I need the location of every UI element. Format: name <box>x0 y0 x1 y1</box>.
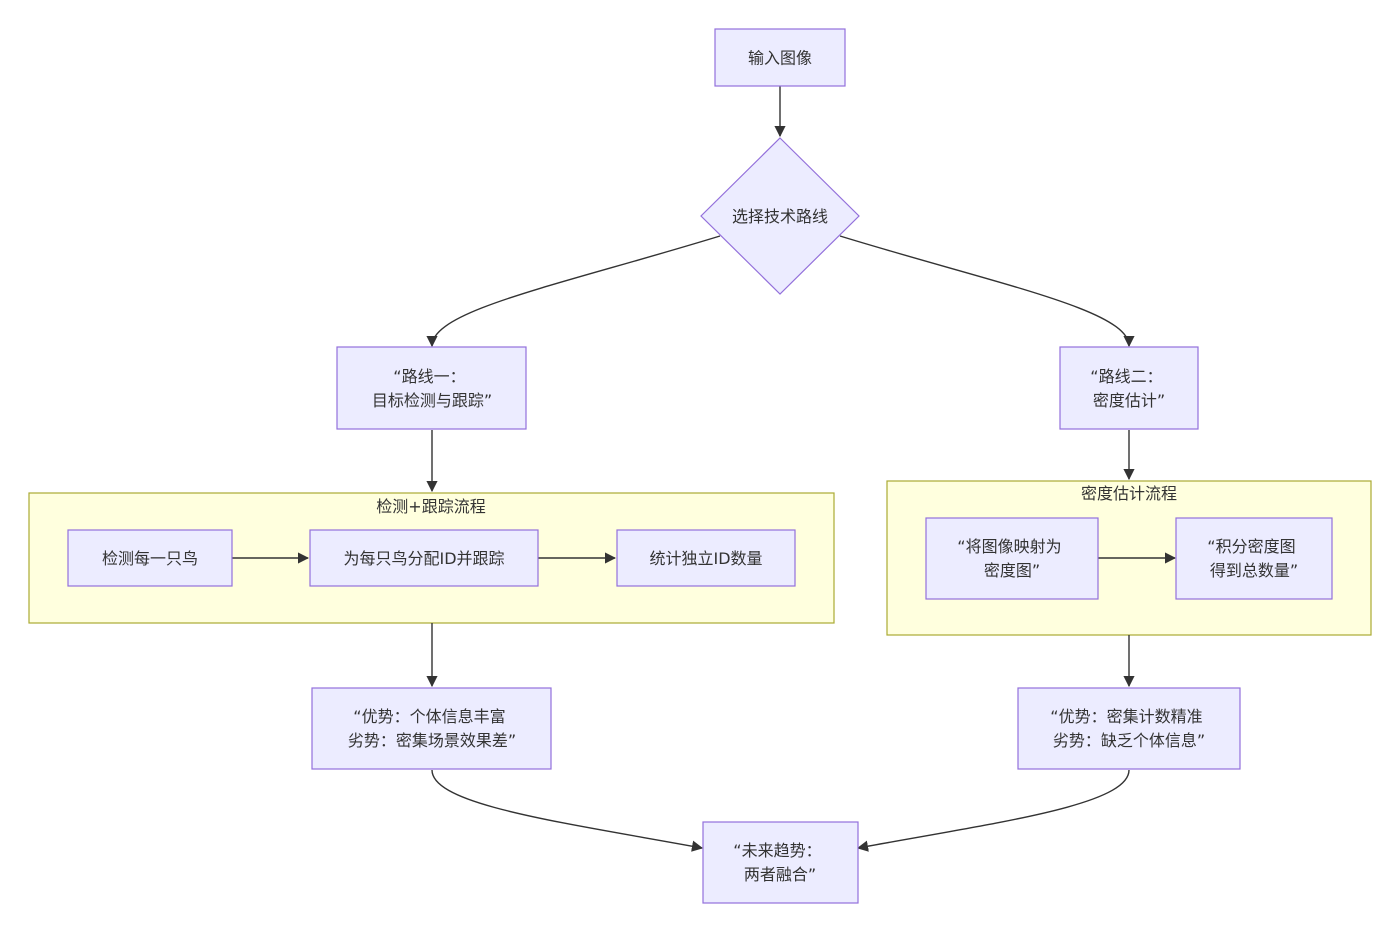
node-detect-each-bird-label: 检测每一只鸟 <box>102 549 198 568</box>
node-integrate: “积分密度图 得到总数量” <box>1175 517 1333 600</box>
node-pros-cons-2: “优势：密集计数精准 劣势：缺乏个体信息” <box>1017 687 1241 770</box>
node-route2-line1: “路线二： <box>1090 367 1162 386</box>
node-route2-line2: 密度估计” <box>1093 391 1165 410</box>
svg-text:选择技术路线: 选择技术路线 <box>732 207 828 226</box>
node-future-trend-line1: “未来趋势： <box>733 841 821 860</box>
node-route1: “路线一： 目标检测与跟踪” <box>336 346 527 430</box>
svg-text:检测每一只鸟: 检测每一只鸟 <box>102 549 198 568</box>
node-integrate-line2: 得到总数量” <box>1210 561 1298 580</box>
node-future-trend-line2: 两者融合” <box>744 865 816 884</box>
node-pros-cons-1-line1: “优势：个体信息丰富 <box>353 707 505 726</box>
node-route2: “路线二： 密度估计” <box>1059 346 1199 430</box>
node-map-density-line2: 密度图” <box>984 561 1040 580</box>
cluster-density-flow-title: 密度估计流程 <box>1081 484 1177 503</box>
node-pros-cons-2-line1: “优势：密集计数精准 <box>1050 707 1202 726</box>
node-future-trend: “未来趋势： 两者融合” <box>702 821 859 904</box>
svg-text:统计独立ID数量: 统计独立ID数量 <box>649 549 762 568</box>
edge-decision-route1 <box>426 235 721 348</box>
node-detect-each-bird: 检测每一只鸟 <box>67 529 233 587</box>
node-input-image: 输入图像 <box>714 28 846 87</box>
svg-text:为每只鸟分配ID并跟踪: 为每只鸟分配ID并跟踪 <box>343 549 504 568</box>
node-pros-cons-2-line2: 劣势：缺乏个体信息” <box>1053 731 1205 750</box>
svg-text:“路线一： 目标检测与跟踪”: “路线一： 目标检测与跟踪” <box>372 367 492 410</box>
node-route1-line2: 目标检测与跟踪” <box>372 391 492 410</box>
svg-text:“优势：密集计数精准 劣势：缺乏个体信息”: “优势：密集计数精准 劣势：缺乏个体信息” <box>1050 707 1207 750</box>
edge-decision-route2 <box>839 235 1135 348</box>
node-count-id-label: 统计独立ID数量 <box>649 549 762 568</box>
edge-pros2-future <box>856 769 1130 852</box>
node-route1-line1: “路线一： <box>393 367 465 386</box>
svg-text:输入图像: 输入图像 <box>748 48 812 67</box>
node-count-id: 统计独立ID数量 <box>616 529 796 587</box>
node-map-density-line1: “将图像映射为 <box>957 537 1061 556</box>
node-map-density: “将图像映射为 密度图” <box>925 517 1099 600</box>
node-integrate-line1: “积分密度图 <box>1207 537 1295 556</box>
svg-text:“积分密度图 得到总数量”: “积分密度图 得到总数量” <box>1207 537 1300 580</box>
node-decision-label: 选择技术路线 <box>732 207 828 226</box>
svg-text:“将图像映射为 密度图”: “将图像映射为 密度图” <box>957 537 1066 580</box>
node-assign-id: 为每只鸟分配ID并跟踪 <box>309 529 539 587</box>
node-decision: 选择技术路线 <box>700 137 860 295</box>
node-pros-cons-1: “优势：个体信息丰富 劣势：密集场景效果差” <box>311 687 552 770</box>
node-assign-id-label: 为每只鸟分配ID并跟踪 <box>343 549 504 568</box>
svg-text:“优势：个体信息丰富 劣势：密集场景效果差”: “优势：个体信息丰富 劣势：密集场景效果差” <box>348 707 516 750</box>
cluster-detect-track-title: 检测+跟踪流程 <box>376 497 485 516</box>
node-pros-cons-1-line2: 劣势：密集场景效果差” <box>348 731 516 750</box>
edge-pros1-future <box>431 769 704 852</box>
edges <box>232 86 1177 852</box>
svg-text:“路线二： 密度估计”: “路线二： 密度估计” <box>1090 367 1167 410</box>
svg-text:“未来趋势： 两者融合”: “未来趋势： 两者融合” <box>733 841 826 884</box>
node-input-image-label: 输入图像 <box>748 48 812 67</box>
